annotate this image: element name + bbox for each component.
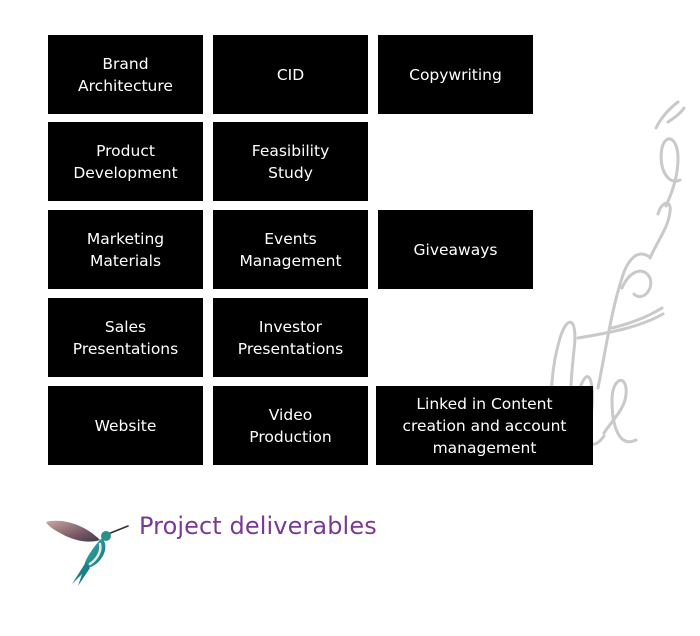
deliverable-label: CID (276, 65, 305, 84)
deliverable-label: Feasibility Study (251, 141, 330, 182)
deliverable-label: Events Management (239, 229, 342, 270)
deliverable-tile-linkedin-content[interactable]: Linked in Content creation and account m… (376, 386, 593, 465)
deliverable-label: Sales Presentations (72, 317, 179, 358)
deliverable-tile-copywriting[interactable]: Copywriting (378, 35, 533, 114)
deliverable-label: Video Production (249, 405, 332, 446)
hummingbird-icon (46, 520, 129, 586)
deliverable-tile-brand-architecture[interactable]: Brand Architecture (48, 35, 203, 114)
deliverable-tile-cid[interactable]: CID (213, 35, 368, 114)
deliverable-label: Giveaways (413, 240, 498, 259)
deliverable-tile-investor-presentations[interactable]: Investor Presentations (213, 298, 368, 377)
deliverable-label: Marketing Materials (86, 229, 165, 270)
deliverable-tile-events-management[interactable]: Events Management (213, 210, 368, 289)
deliverable-tile-video-production[interactable]: Video Production (213, 386, 368, 465)
deliverable-tile-product-development[interactable]: Product Development (48, 122, 203, 201)
deliverable-tile-feasibility-study[interactable]: Feasibility Study (213, 122, 368, 201)
deliverable-label: Linked in Content creation and account m… (402, 394, 567, 457)
deliverable-tile-website[interactable]: Website (48, 386, 203, 465)
deliverable-tile-sales-presentations[interactable]: Sales Presentations (48, 298, 203, 377)
deliverable-label: Brand Architecture (78, 54, 173, 95)
section-caption: Project deliverables (139, 512, 377, 540)
deliverable-tile-giveaways[interactable]: Giveaways (378, 210, 533, 289)
deliverable-label: Product Development (73, 141, 178, 182)
deliverable-label: Investor Presentations (237, 317, 344, 358)
deliverable-label: Copywriting (409, 65, 502, 84)
deliverable-tile-marketing-materials[interactable]: Marketing Materials (48, 210, 203, 289)
deliverable-label: Website (94, 416, 157, 435)
